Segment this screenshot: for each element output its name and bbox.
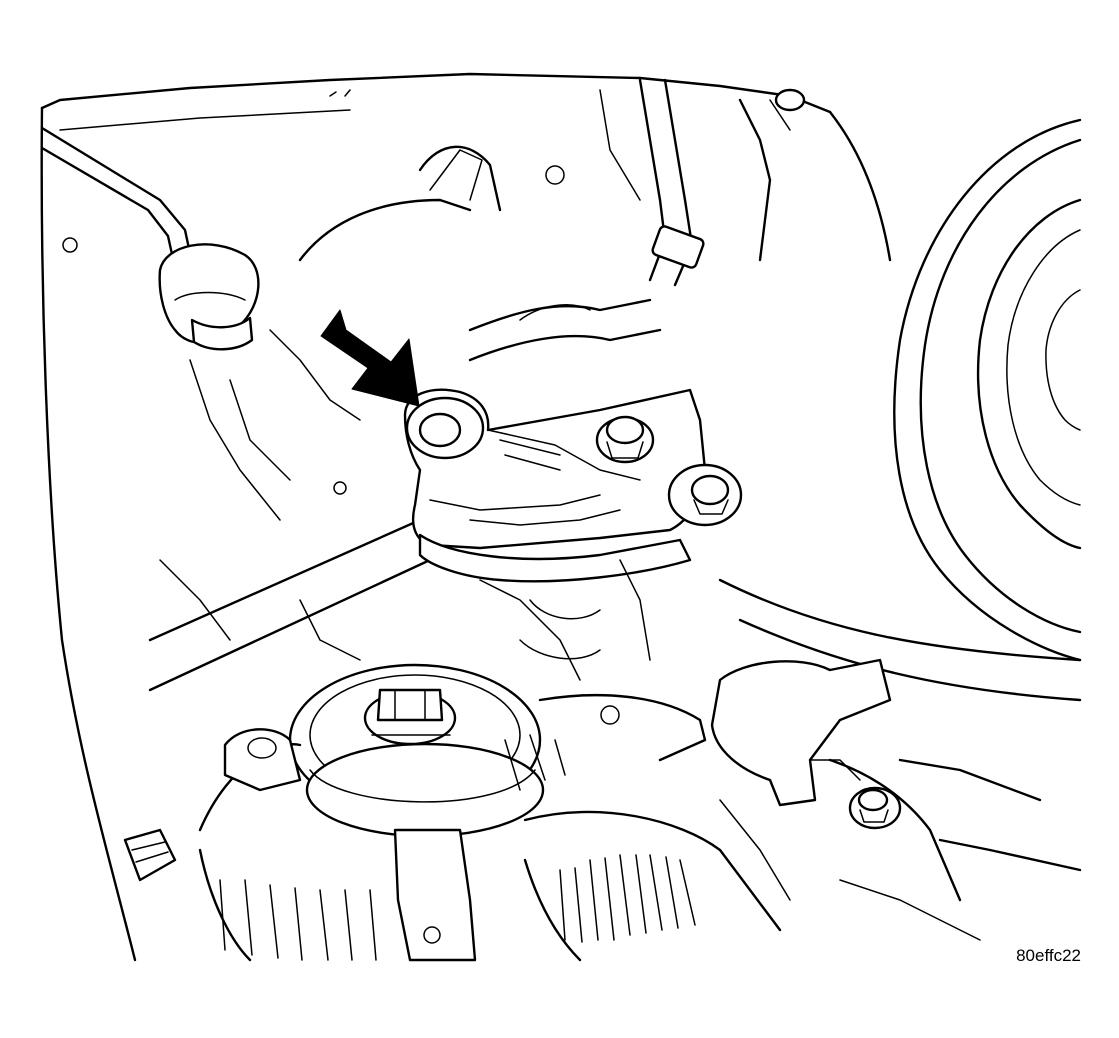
wiring-harness	[298, 78, 791, 362]
lower-mounting-bracket	[710, 658, 1082, 902]
alternator-body	[123, 693, 782, 962]
engine-block-outline	[40, 72, 892, 962]
callout-arrow-icon	[320, 309, 420, 407]
support-rod-and-mount	[40, 126, 260, 351]
crankshaft-pulley	[893, 118, 1082, 662]
alternator-pulley	[288, 663, 545, 838]
belt-tensioner-bracket	[403, 388, 707, 583]
accessory-drive-belt	[148, 518, 1082, 702]
engine-detail-lines	[159, 329, 981, 941]
figure-reference-code: 80effc22	[1016, 946, 1081, 965]
